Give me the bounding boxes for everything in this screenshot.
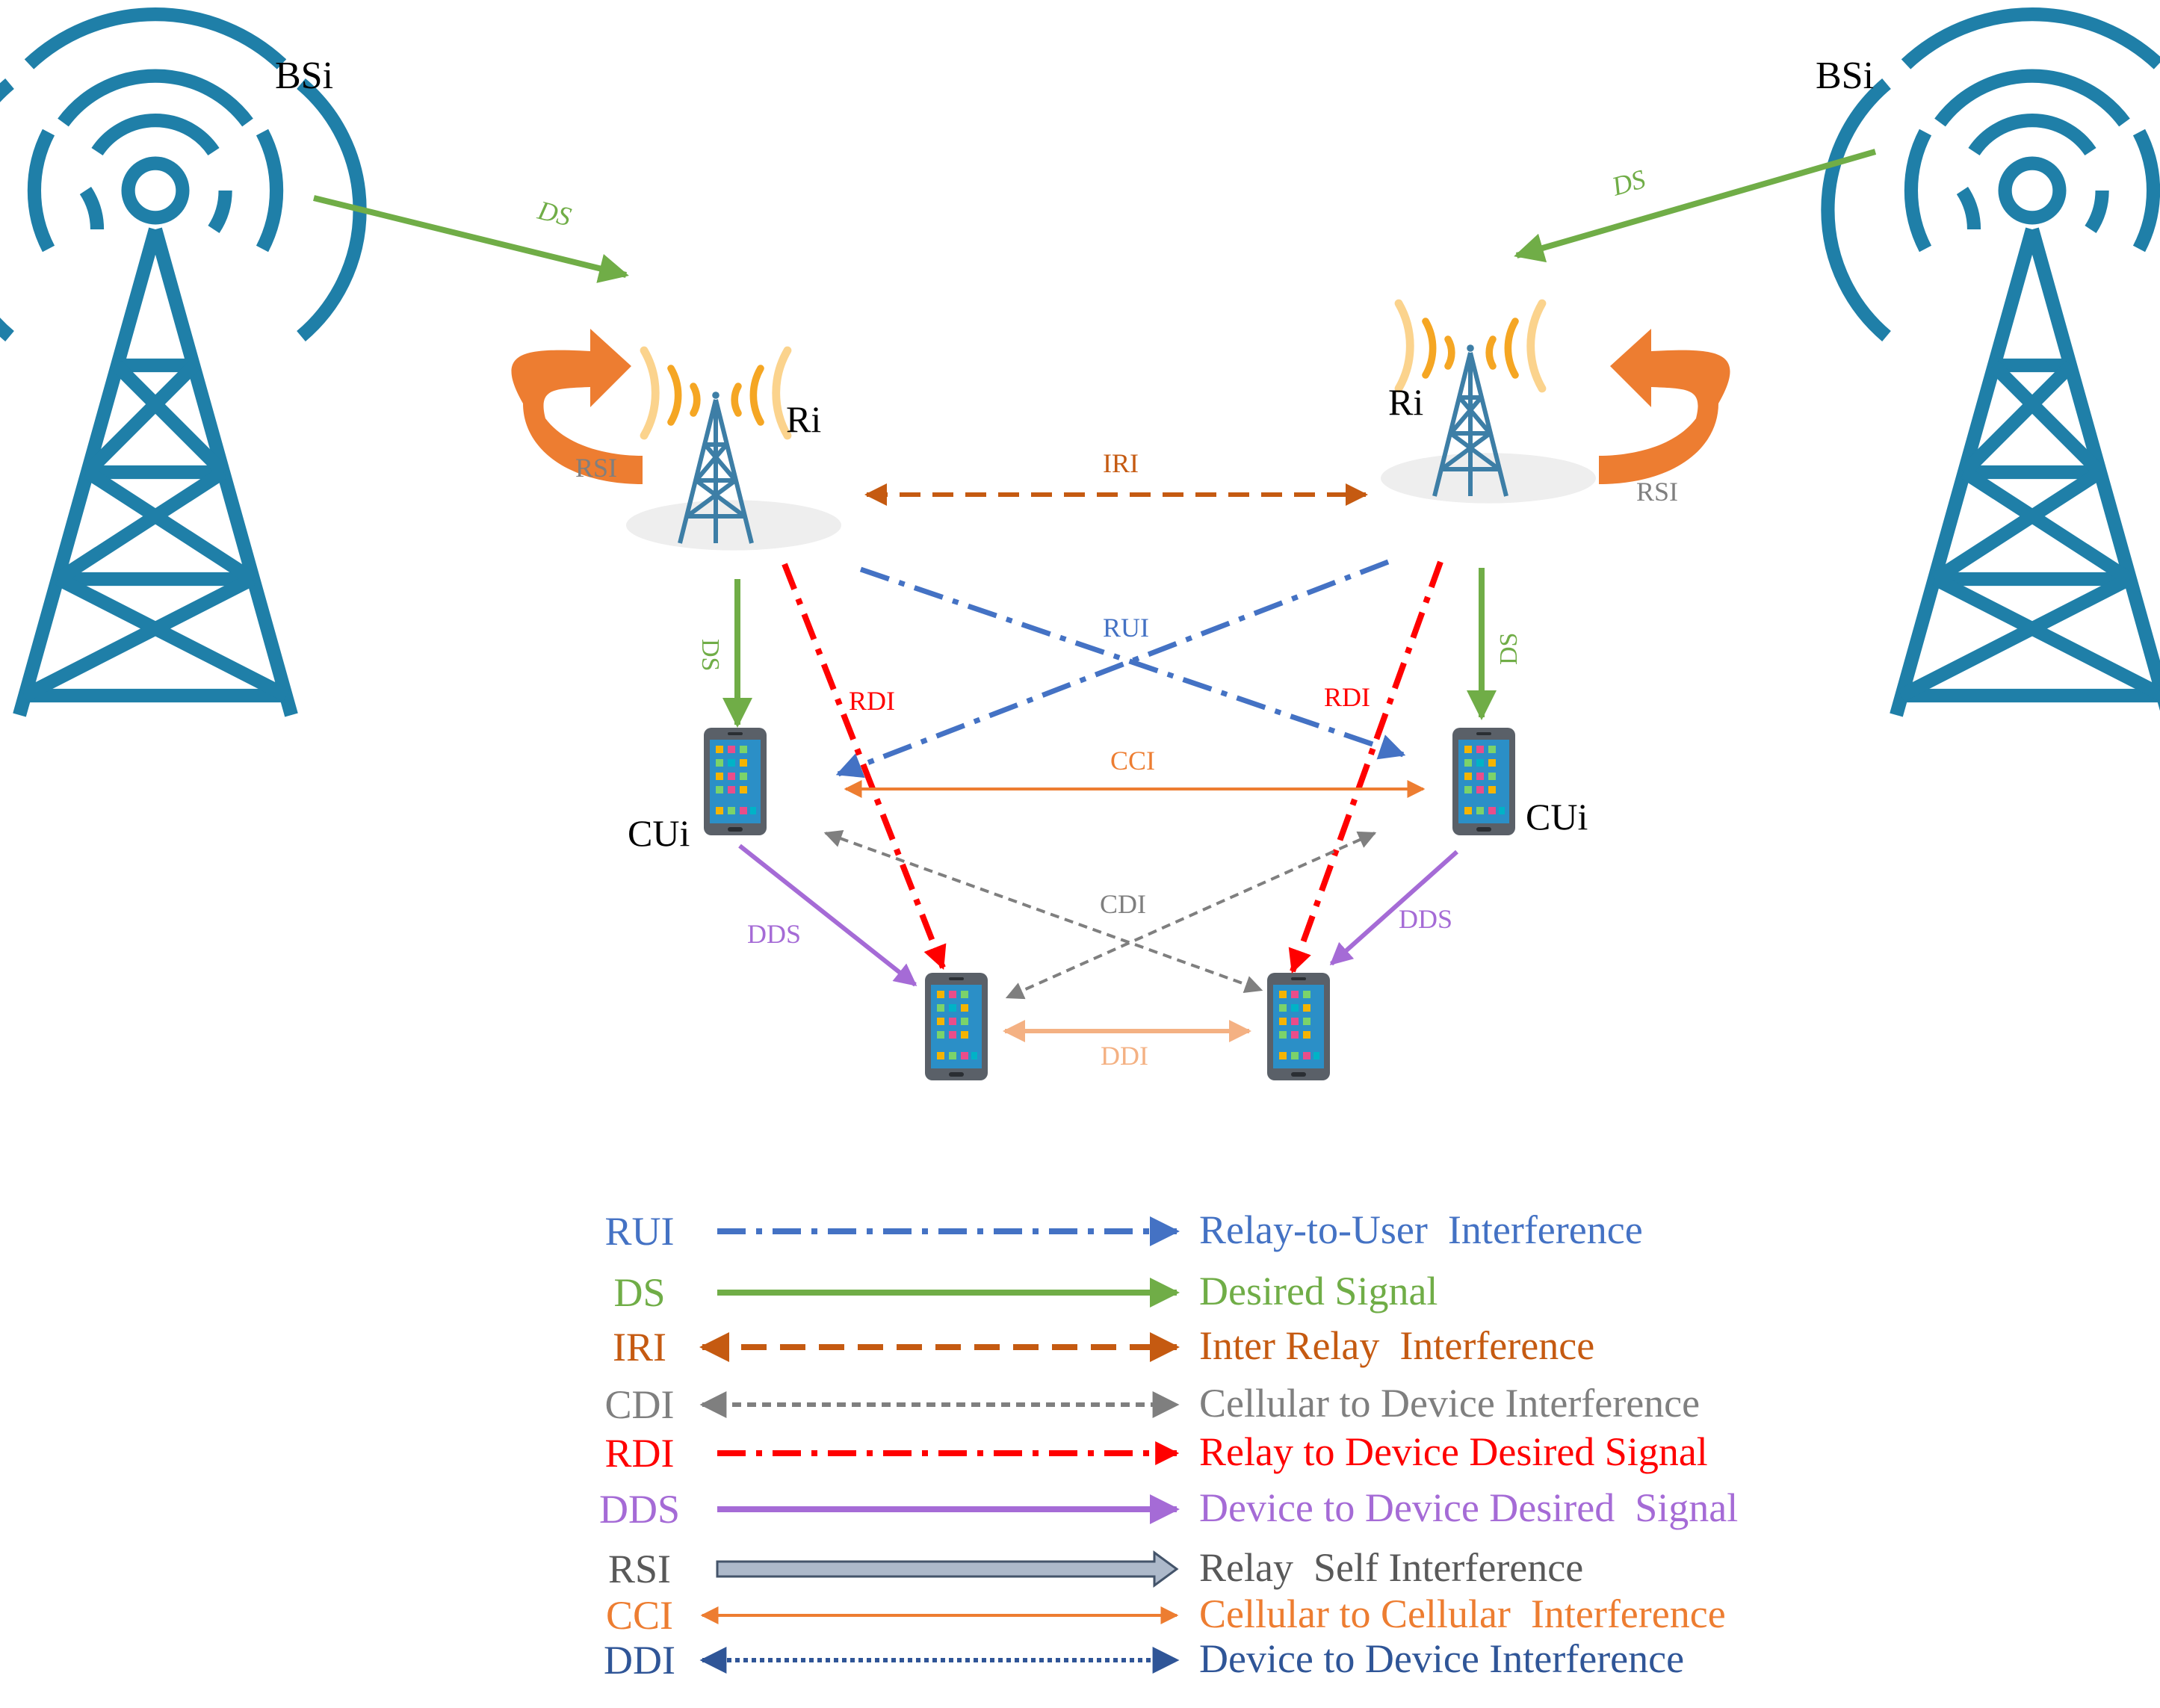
cu-right-phone-icon xyxy=(1452,728,1515,835)
legend-abbr: DS xyxy=(613,1270,665,1315)
cdi-label: CDI xyxy=(1100,889,1146,919)
dds-left-arrow xyxy=(738,844,917,987)
legend-row-rdi: RDI Relay to Device Desired Signal xyxy=(605,1429,1708,1476)
ds-relay-left-label: DS xyxy=(696,639,724,671)
legend-abbr: CCI xyxy=(606,1593,673,1638)
ds-bs-left-label: DS xyxy=(534,195,574,232)
rui-right-to-left-arrow xyxy=(835,559,1390,778)
rsi-right-arrow-icon xyxy=(1599,329,1730,484)
dds-right-arrow xyxy=(1329,850,1458,966)
d2d-right-phone-icon xyxy=(1267,973,1330,1080)
legend-row-ds: DS Desired Signal xyxy=(613,1269,1438,1315)
rdi-right-label: RDI xyxy=(1324,682,1370,712)
iri-label: IRI xyxy=(1103,448,1139,478)
dds-right-label: DDS xyxy=(1399,904,1452,934)
ds-bs-right-arrow xyxy=(1514,149,1877,263)
legend-line-sample xyxy=(716,1550,1179,1588)
d2d-left-phone-icon xyxy=(925,973,988,1080)
legend-abbr: DDI xyxy=(604,1638,675,1683)
legend-abbr: RUI xyxy=(605,1209,675,1254)
relay-right-label: Ri xyxy=(1388,381,1423,423)
legend-description: Relay Self Interference xyxy=(1199,1545,1583,1590)
legend-description: Relay-to-User Interference xyxy=(1199,1207,1643,1252)
bs-right-label: BSi xyxy=(1816,55,1874,97)
legend-description: Inter Relay Interference xyxy=(1199,1323,1594,1368)
rsi-left-arrow-icon xyxy=(511,329,643,484)
ddi-label: DDI xyxy=(1101,1041,1148,1071)
ds-bs-right-label: DS xyxy=(1608,164,1648,202)
legend-row-cdi: CDI Cellular to Device Interference xyxy=(605,1381,1701,1427)
rsi-right-label: RSI xyxy=(1636,477,1678,507)
legend-abbr: IRI xyxy=(613,1325,666,1370)
rui-left-to-right-arrow xyxy=(859,566,1406,760)
bs-left-label: BSi xyxy=(275,55,333,97)
cu-left-phone-icon xyxy=(704,728,767,835)
rdi-left-label: RDI xyxy=(849,686,895,716)
cdi-cu-right-to-device-left-arrow xyxy=(1005,831,1377,1000)
cu-right-label: CUi xyxy=(1526,796,1588,838)
ds-bs-left-arrow xyxy=(313,195,629,283)
rui-label: RUI xyxy=(1103,613,1149,643)
cu-left-label: CUi xyxy=(628,812,690,854)
legend-row-ddi: DDI Device to Device Interference xyxy=(604,1636,1684,1683)
legend-description: Device to Device Desired Signal xyxy=(1199,1485,1738,1530)
bs-tower-left-icon xyxy=(0,14,360,715)
ds-relay-right-label: DS xyxy=(1495,633,1523,665)
legend-description: Cellular to Cellular Interference xyxy=(1199,1591,1726,1636)
legend-row-iri: IRI Inter Relay Interference xyxy=(613,1323,1594,1370)
legend-description: Device to Device Interference xyxy=(1199,1636,1684,1681)
cci-label: CCI xyxy=(1110,746,1155,776)
bs-tower-right-icon xyxy=(1828,14,2160,715)
rsi-left-label: RSI xyxy=(575,453,617,483)
dds-left-label: DDS xyxy=(747,919,801,949)
legend-abbr: CDI xyxy=(605,1382,675,1427)
legend-abbr: RSI xyxy=(608,1547,671,1591)
rdi-left-arrow xyxy=(782,563,947,970)
legend-row-rsi: RSI Relay Self Interference xyxy=(608,1545,1583,1591)
relay-left-icon xyxy=(626,350,841,551)
legend-row-cci: CCI Cellular to Cellular Interference xyxy=(606,1591,1726,1638)
legend-description: Relay to Device Desired Signal xyxy=(1199,1429,1708,1474)
legend-description: Desired Signal xyxy=(1199,1269,1438,1314)
legend-abbr: RDI xyxy=(605,1431,675,1476)
legend-description: Cellular to Device Interference xyxy=(1199,1381,1700,1426)
legend-row-dds: DDS Device to Device Desired Signal xyxy=(599,1485,1738,1532)
legend-row-rui: RUI Relay-to-User Interference xyxy=(605,1207,1643,1254)
relay-left-label: Ri xyxy=(786,398,821,440)
legend-abbr: DDS xyxy=(599,1487,680,1532)
